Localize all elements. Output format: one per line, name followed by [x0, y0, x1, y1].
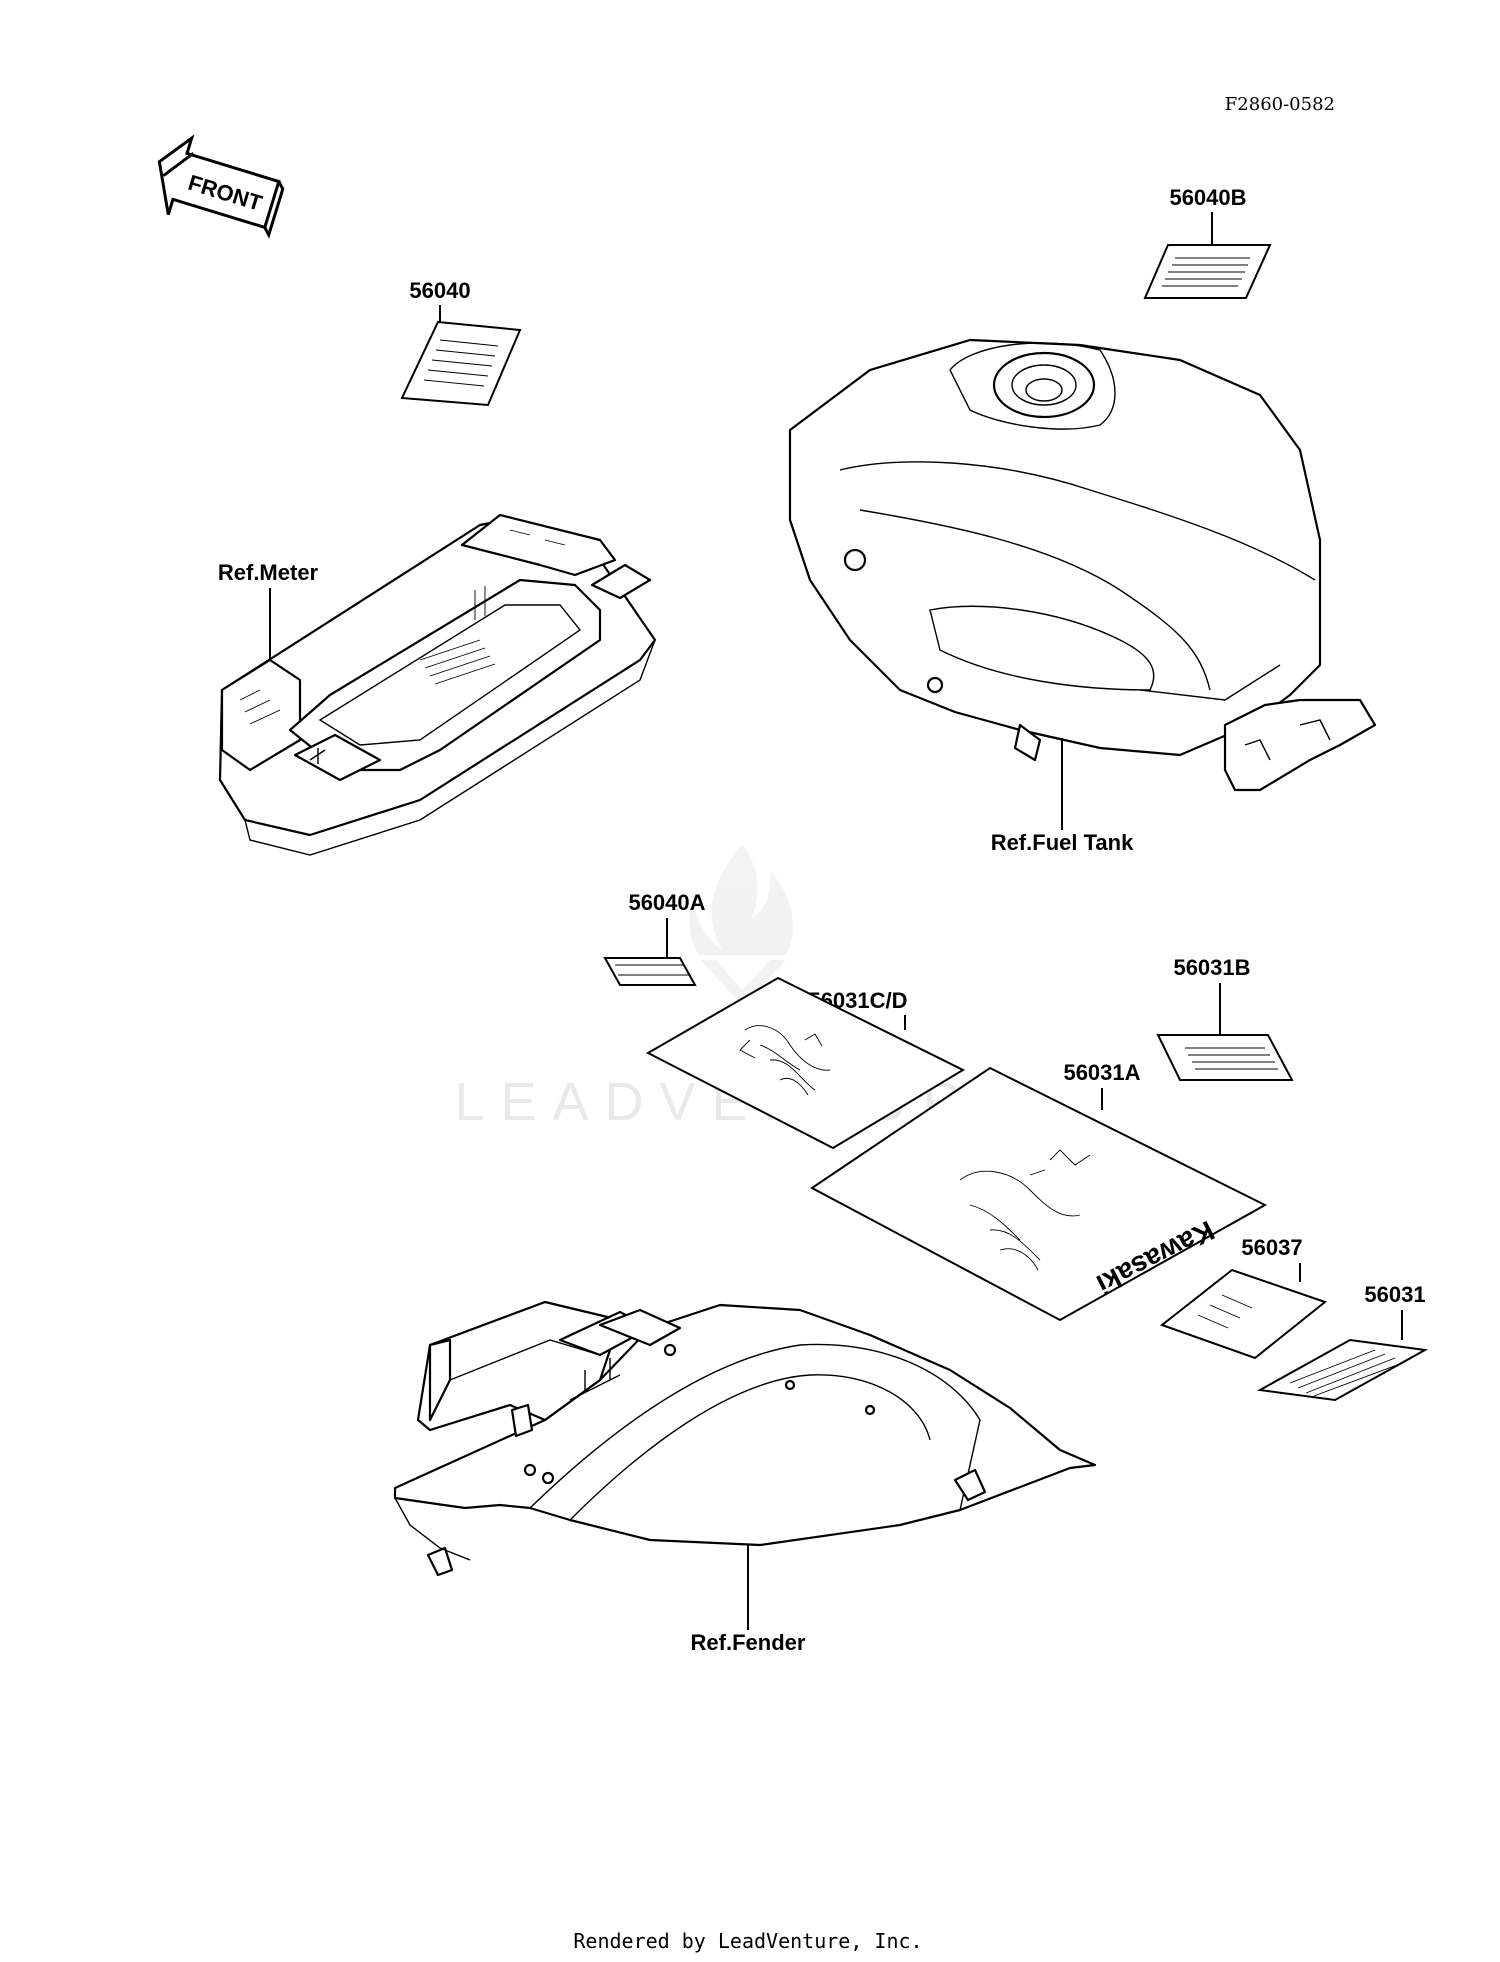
decal-56031a [810, 1066, 1268, 1322]
part-label-56040b: 56040B [1169, 185, 1246, 210]
part-label-56031: 56031 [1364, 1282, 1425, 1307]
part-56040b[interactable]: 56040B [1143, 185, 1272, 299]
decal-56031 [1256, 1338, 1429, 1402]
decal-56031c-d [645, 976, 966, 1150]
fender-assembly: Ref.Fender [393, 1300, 1097, 1655]
part-56031[interactable]: 56031 [1256, 1282, 1429, 1402]
part-label-56037: 56037 [1241, 1235, 1302, 1260]
front-direction-arrow-icon: FRONT [157, 134, 285, 239]
footer-credit: Rendered by LeadVenture, Inc. [573, 1929, 922, 1953]
part-56040a[interactable]: 56040A [603, 890, 706, 986]
part-label-56031a: 56031A [1063, 1060, 1140, 1085]
part-label-56040a: 56040A [628, 890, 705, 915]
part-56031c-d[interactable]: 56031C/D [645, 976, 966, 1150]
part-label-56040: 56040 [409, 278, 470, 303]
ref-label-meter: Ref.Meter [218, 560, 319, 585]
meter-assembly: Ref.Meter [218, 513, 657, 856]
fuel-tank-assembly: Ref.Fuel Tank [788, 338, 1377, 855]
decal-56031b [1156, 1034, 1294, 1081]
ref-label-fender: Ref.Fender [691, 1630, 806, 1655]
decal-56040a [603, 957, 697, 986]
watermark-flame-icon [689, 845, 793, 1005]
part-56031b[interactable]: 56031B [1156, 955, 1294, 1081]
part-56037[interactable]: 56037 [1159, 1235, 1328, 1360]
decal-56040 [400, 320, 522, 407]
part-label-56031b: 56031B [1173, 955, 1250, 980]
figure-code: F2860-0582 [1225, 94, 1335, 115]
part-56040[interactable]: 56040 [400, 278, 522, 407]
decal-56037 [1159, 1268, 1328, 1360]
decal-56040b [1143, 244, 1272, 299]
ref-label-fuel-tank: Ref.Fuel Tank [991, 830, 1134, 855]
